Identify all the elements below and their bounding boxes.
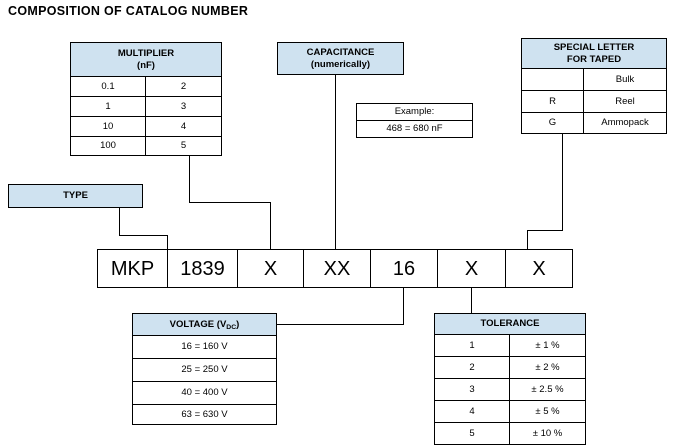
tolerance-value: ± 10 %: [532, 427, 563, 439]
table-row: 5 ± 10 %: [435, 423, 585, 444]
voltage-value: 40 = 400 V: [181, 387, 228, 399]
tolerance-code: 1: [435, 335, 510, 356]
capacitance-header: CAPACITANCE (numerically): [278, 43, 403, 74]
table-row: 2 ± 2 %: [435, 357, 585, 379]
tolerance-table-header: TOLERANCE: [435, 314, 585, 335]
table-row: Bulk: [522, 69, 666, 91]
connector-special-letter-horizontal: [527, 230, 563, 231]
special-letter-meaning: Reel: [615, 95, 635, 107]
example-value: 468 = 680 nF: [386, 123, 443, 135]
multiplier-code: 3: [180, 100, 187, 112]
special-letter-header-line2: FOR TAPED: [566, 53, 622, 65]
voltage-value: 16 = 160 V: [181, 341, 228, 353]
type-box: TYPE: [8, 184, 143, 208]
voltage-header-text: VOLTAGE (VDC): [169, 318, 240, 331]
tolerance-code: 3: [435, 379, 510, 400]
multiplier-code: 4: [180, 120, 187, 132]
tolerance-code: 5: [435, 423, 510, 444]
page-title: COMPOSITION OF CATALOG NUMBER: [8, 4, 249, 18]
connector-multiplier-horizontal: [189, 202, 271, 203]
connector-voltage-vertical-top: [403, 288, 404, 324]
multiplier-header-line1: MULTIPLIER: [117, 48, 175, 60]
tolerance-value: ± 5 %: [535, 405, 560, 417]
tolerance-value: ± 1 %: [535, 339, 560, 351]
catalog-segment-tolerance: X: [438, 250, 506, 287]
connector-type-vertical-bottom: [167, 235, 168, 249]
example-box: Example: 468 = 680 nF: [356, 103, 473, 138]
multiplier-value: 100: [71, 137, 146, 155]
connector-capacitance-vertical: [335, 75, 336, 249]
catalog-segment-special-letter: X: [532, 257, 546, 280]
connector-type-horizontal: [119, 235, 168, 236]
catalog-segment-capacitance: XX: [304, 250, 371, 287]
connector-multiplier-vertical-bottom: [270, 202, 271, 249]
connector-tolerance-vertical: [471, 288, 472, 313]
special-letter-meaning: Ammopack: [601, 117, 649, 129]
table-row: 4 ± 5 %: [435, 401, 585, 423]
special-letter-header: SPECIAL LETTER FOR TAPED: [522, 39, 666, 69]
special-letter-code: G: [522, 113, 584, 133]
connector-voltage-horizontal: [277, 324, 404, 325]
connector-special-letter-vertical-bottom: [527, 230, 528, 249]
table-row: 40 = 400 V: [133, 382, 276, 405]
tolerance-value: ± 2 %: [535, 361, 560, 373]
capacitance-header-line1: CAPACITANCE: [306, 47, 375, 59]
catalog-segment-multiplier: X: [238, 250, 304, 287]
special-letter-header-line1: SPECIAL LETTER: [553, 42, 635, 54]
multiplier-table: MULTIPLIER (nF) 0.1 2 1 3 10 4 100 5: [70, 42, 222, 156]
special-letter-table: SPECIAL LETTER FOR TAPED Bulk R Reel G A…: [521, 38, 667, 134]
table-row: 16 = 160 V: [133, 336, 276, 359]
multiplier-table-header: MULTIPLIER (nF): [71, 43, 221, 77]
capacitance-box: CAPACITANCE (numerically): [277, 42, 404, 75]
special-letter-code: [522, 69, 584, 90]
example-label: Example:: [394, 106, 435, 118]
voltage-value: 25 = 250 V: [181, 364, 228, 376]
catalog-segment-type: MKP: [98, 250, 168, 287]
table-row: G Ammopack: [522, 113, 666, 133]
catalog-segment-series: 1839: [168, 250, 238, 287]
table-row: R Reel: [522, 91, 666, 113]
example-label-row: Example:: [357, 104, 472, 121]
capacitance-header-line2: (numerically): [310, 58, 371, 70]
voltage-table-header: VOLTAGE (VDC): [133, 314, 276, 336]
connector-type-vertical-top: [119, 208, 120, 235]
multiplier-value: 0.1: [71, 77, 146, 96]
multiplier-code: 5: [180, 140, 187, 152]
multiplier-code: 2: [180, 80, 187, 92]
table-row: 100 5: [71, 137, 221, 155]
multiplier-value: 10: [71, 117, 146, 136]
multiplier-header-line2: (nF): [137, 59, 155, 71]
multiplier-value: 1: [71, 97, 146, 116]
voltage-table: VOLTAGE (VDC) 16 = 160 V 25 = 250 V 40 =…: [132, 313, 277, 425]
table-row: 0.1 2: [71, 77, 221, 97]
special-letter-meaning: Bulk: [615, 73, 635, 85]
tolerance-table: TOLERANCE 1 ± 1 % 2 ± 2 % 3 ± 2.5 % 4 ± …: [434, 313, 586, 445]
type-label: TYPE: [9, 185, 142, 207]
table-row: 1 3: [71, 97, 221, 117]
example-value-row: 468 = 680 nF: [357, 121, 472, 137]
table-row: 1 ± 1 %: [435, 335, 585, 357]
connector-multiplier-vertical-top: [189, 156, 190, 202]
tolerance-code: 2: [435, 357, 510, 378]
catalog-segment-voltage: 16: [371, 250, 438, 287]
voltage-value: 63 = 630 V: [181, 408, 228, 420]
connector-special-letter-vertical-top: [562, 134, 563, 230]
catalog-number-strip: MKP 1839 X XX 16 X X: [97, 249, 573, 288]
table-row: 10 4: [71, 117, 221, 137]
table-row: 25 = 250 V: [133, 359, 276, 382]
table-row: 3 ± 2.5 %: [435, 379, 585, 401]
table-row: 63 = 630 V: [133, 405, 276, 424]
tolerance-code: 4: [435, 401, 510, 422]
special-letter-code: R: [522, 91, 584, 112]
tolerance-value: ± 2.5 %: [531, 383, 564, 395]
